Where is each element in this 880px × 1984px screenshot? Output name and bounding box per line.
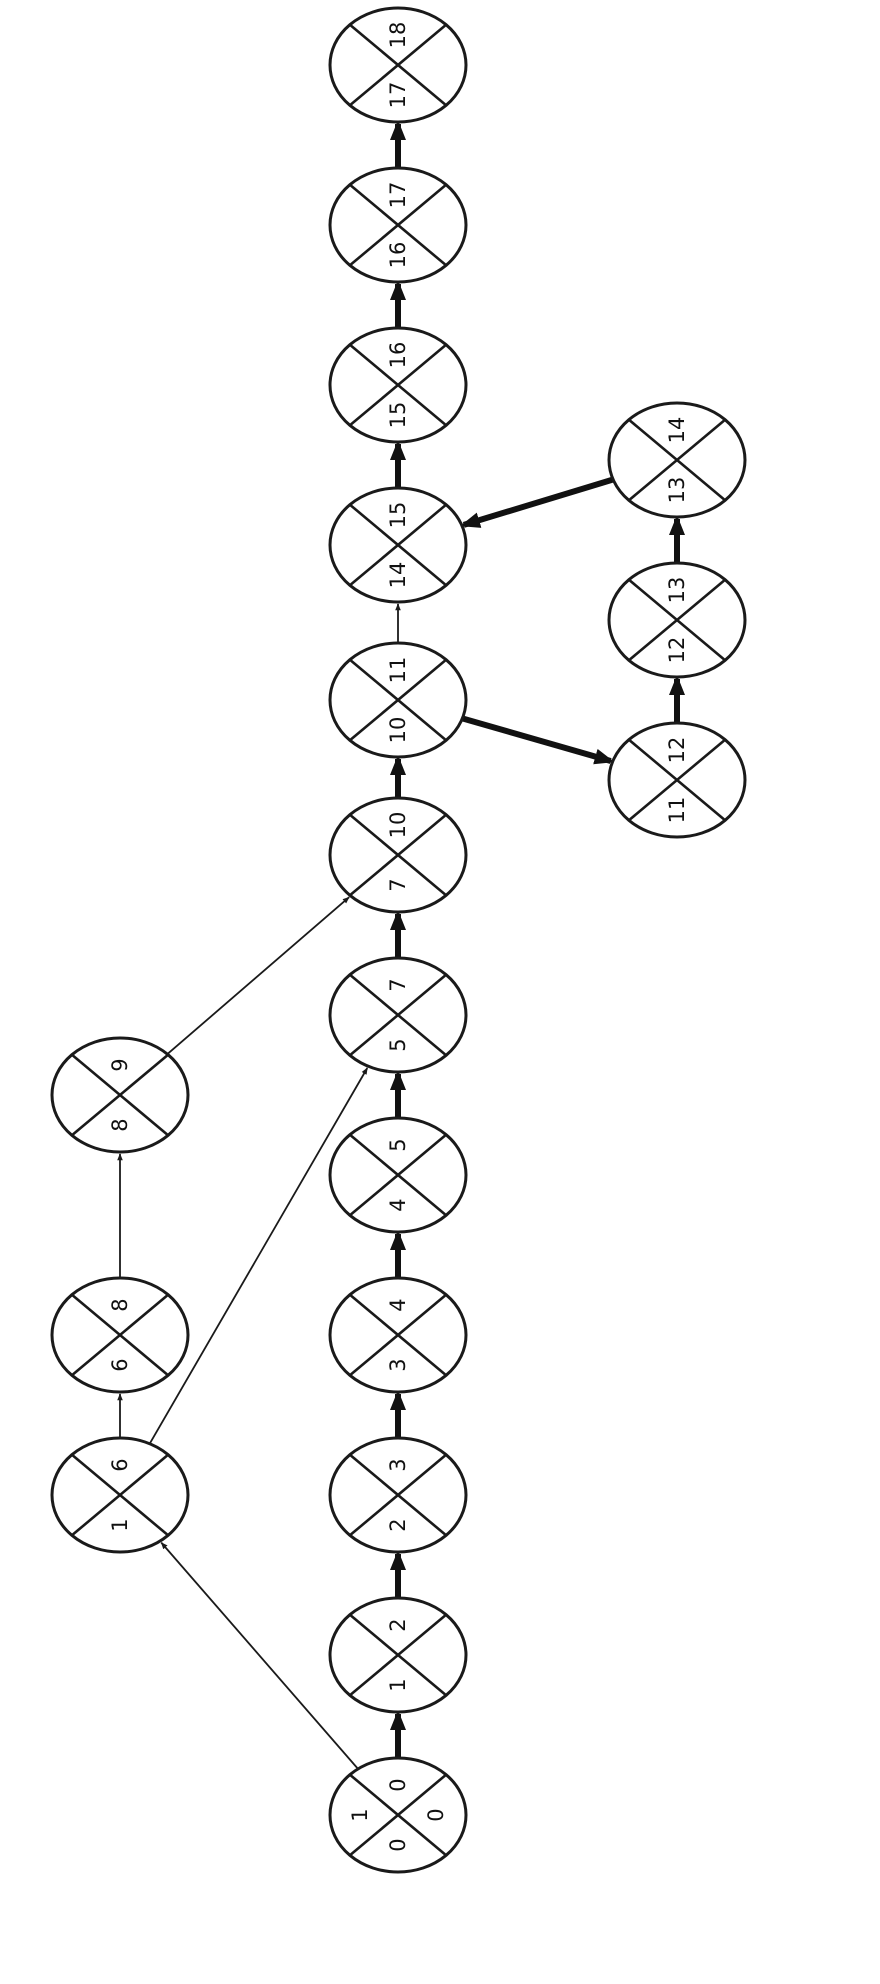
node-cross-line bbox=[349, 1773, 447, 1857]
node-n14: 98 bbox=[50, 1036, 190, 1154]
node-n16: 13 12 bbox=[607, 561, 747, 679]
node-label-top: 2 bbox=[386, 1618, 410, 1631]
node-label-top: 12 bbox=[665, 737, 689, 764]
node-label-bottom: 1 bbox=[386, 1678, 410, 1691]
node-label-top: 0 bbox=[386, 1778, 410, 1791]
node-cross-line bbox=[349, 1453, 447, 1537]
node-cross-line bbox=[349, 183, 447, 267]
node-label-bottom: 8 bbox=[108, 1118, 132, 1131]
node-cross-line bbox=[349, 1293, 447, 1377]
node-label-top: 11 bbox=[386, 657, 410, 684]
node-label-top: 10 bbox=[386, 812, 410, 839]
edge-n0-n12 bbox=[160, 1542, 359, 1770]
node-label-right: 0 bbox=[424, 1808, 448, 1821]
node-label-bottom: 4 bbox=[386, 1198, 410, 1211]
node-cross-line bbox=[349, 658, 447, 742]
node-label-bottom: 3 bbox=[386, 1358, 410, 1371]
node-cross-line bbox=[349, 23, 447, 107]
node-label-top: 5 bbox=[386, 1138, 410, 1151]
node-label-bottom: 1 bbox=[108, 1518, 132, 1531]
node-label-top: 13 bbox=[665, 577, 689, 604]
edge-n14-n6 bbox=[166, 896, 350, 1055]
node-cross-line bbox=[71, 1053, 169, 1137]
node-n2: 32 bbox=[328, 1436, 468, 1554]
node-cross-line bbox=[628, 418, 726, 502]
edge-n12-n5 bbox=[148, 1067, 369, 1445]
node-label-bottom: 5 bbox=[386, 1038, 410, 1051]
node-label-bottom: 12 bbox=[665, 637, 689, 664]
node-label-bottom: 10 bbox=[386, 717, 410, 744]
node-label-bottom: 13 bbox=[665, 477, 689, 504]
node-n12: 61 bbox=[50, 1436, 190, 1554]
node-label-top: 8 bbox=[108, 1298, 132, 1311]
node-cross-line bbox=[71, 1293, 169, 1377]
node-label-bottom: 14 bbox=[386, 562, 410, 589]
node-label-bottom: 11 bbox=[665, 797, 689, 824]
node-label-bottom: 0 bbox=[386, 1838, 410, 1851]
node-n7: 11 10 bbox=[328, 641, 468, 759]
node-n13: 86 bbox=[50, 1276, 190, 1394]
node-label-left: 1 bbox=[348, 1808, 372, 1821]
node-label-bottom: 2 bbox=[386, 1518, 410, 1531]
node-cross-line bbox=[349, 1133, 447, 1217]
node-label-bottom: 6 bbox=[108, 1358, 132, 1371]
node-label-top: 3 bbox=[386, 1458, 410, 1471]
node-label-top: 4 bbox=[386, 1298, 410, 1311]
node-label-top: 17 bbox=[386, 182, 410, 209]
node-n15: 12 11 bbox=[607, 721, 747, 839]
node-label-top: 16 bbox=[386, 342, 410, 369]
node-cross-line bbox=[628, 738, 726, 822]
node-cross-line bbox=[349, 343, 447, 427]
edge-n7-n15 bbox=[461, 715, 615, 765]
node-label-bottom: 17 bbox=[386, 82, 410, 109]
nodes-layer: 1000213243547510711101514161517161817618… bbox=[50, 6, 747, 1874]
node-cross-line bbox=[349, 503, 447, 587]
node-n3: 43 bbox=[328, 1276, 468, 1394]
node-n1: 21 bbox=[328, 1596, 468, 1714]
node-n6: 10 7 bbox=[328, 796, 468, 914]
node-label-top: 9 bbox=[108, 1058, 132, 1071]
node-n5: 75 bbox=[328, 956, 468, 1074]
node-label-top: 7 bbox=[386, 978, 410, 991]
node-label-top: 18 bbox=[386, 22, 410, 49]
edges-layer bbox=[117, 120, 685, 1770]
node-cross-line bbox=[349, 1613, 447, 1697]
node-label-top: 6 bbox=[108, 1458, 132, 1471]
node-cross-line bbox=[71, 1453, 169, 1537]
node-cross-line bbox=[628, 578, 726, 662]
node-label-bottom: 7 bbox=[386, 878, 410, 891]
node-n0: 1 0 0 0 bbox=[328, 1756, 468, 1874]
node-label-top: 14 bbox=[665, 417, 689, 444]
node-label-bottom: 16 bbox=[386, 242, 410, 269]
node-cross-line bbox=[349, 813, 447, 897]
node-n4: 54 bbox=[328, 1116, 468, 1234]
node-n17: 14 13 bbox=[607, 401, 747, 519]
node-label-top: 15 bbox=[386, 502, 410, 529]
node-label-bottom: 15 bbox=[386, 402, 410, 429]
edge-n17-n8 bbox=[459, 476, 614, 528]
node-cross-line bbox=[349, 973, 447, 1057]
